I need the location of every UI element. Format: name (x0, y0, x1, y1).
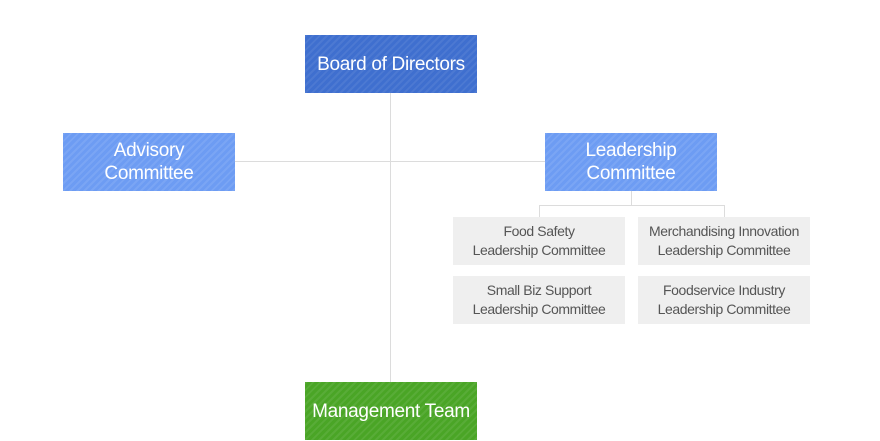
sub-committee-small-biz-support: Small Biz Support Leadership Committee (453, 276, 625, 324)
sub-committee-line1: Foodservice Industry (663, 282, 785, 298)
sub-committee-line2: Leadership Committee (472, 301, 606, 317)
sub-committee-line2: Leadership Committee (657, 242, 791, 258)
connector-horizontal (235, 161, 545, 162)
sub-committee-line1: Merchandising Innovation (649, 223, 799, 239)
connector-sub-right (724, 205, 725, 217)
leadership-committee-label-line2: Committee (586, 163, 676, 184)
management-team-label: Management Team (312, 400, 470, 422)
advisory-committee-label-line2: Committee (104, 163, 194, 184)
board-of-directors-label: Board of Directors (317, 53, 465, 75)
connector-sub-left (539, 205, 540, 217)
connector-trunk (390, 93, 391, 382)
leadership-committee-label-line1: Leadership (585, 140, 677, 161)
connector-sub-bracket (539, 205, 724, 206)
board-of-directors-box: Board of Directors (305, 35, 477, 93)
sub-committee-food-safety: Food Safety Leadership Committee (453, 217, 625, 265)
sub-committee-foodservice-industry: Foodservice Industry Leadership Committe… (638, 276, 810, 324)
management-team-box: Management Team (305, 382, 477, 440)
sub-committee-merchandising-innovation: Merchandising Innovation Leadership Comm… (638, 217, 810, 265)
sub-committee-line2: Leadership Committee (657, 301, 791, 317)
sub-committee-line1: Small Biz Support (486, 282, 592, 298)
connector-leadership-down (631, 191, 632, 205)
sub-committee-line1: Food Safety (503, 223, 575, 239)
advisory-committee-box: Advisory Committee (63, 133, 235, 191)
sub-committee-line2: Leadership Committee (472, 242, 606, 258)
leadership-committee-box: Leadership Committee (545, 133, 717, 191)
advisory-committee-label-line1: Advisory (113, 140, 185, 161)
